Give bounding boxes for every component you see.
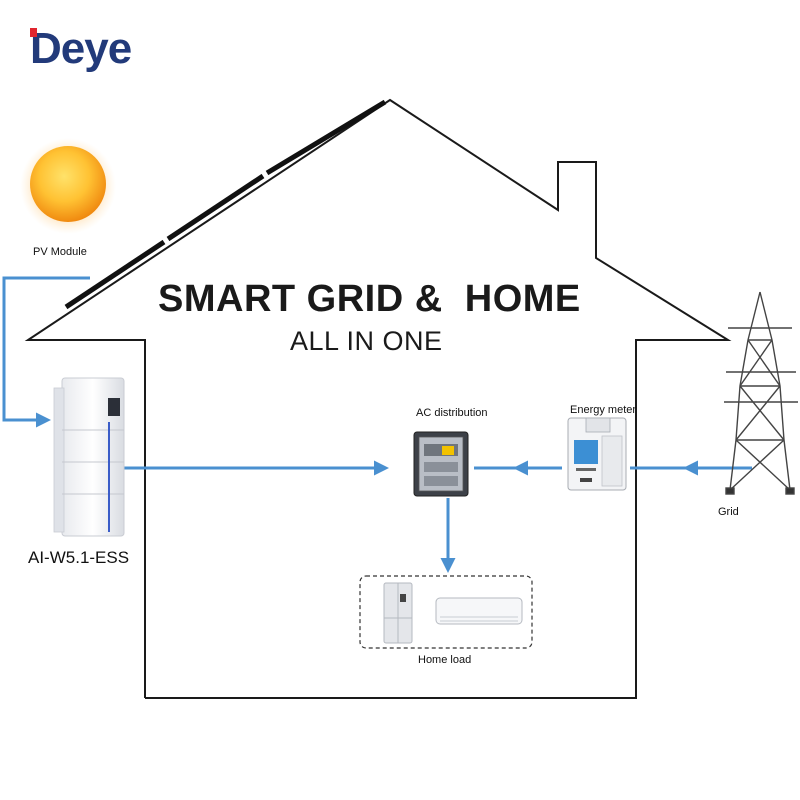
home-load-box [359,575,533,649]
ac-distribution-box-icon [413,431,469,497]
sun-icon [20,138,116,234]
energy-meter-label: Energy meter [570,404,637,416]
page-subtitle: ALL IN ONE [290,326,443,356]
house-outline [24,98,732,699]
energy-meter-icon [567,417,627,491]
pv-module-label: PV Module [33,246,87,258]
battery-ess-icon [53,377,125,537]
flow-lines [2,276,752,573]
pv-to-battery-line [2,276,90,428]
ac-distribution-label: AC distribution [416,407,488,419]
deye-logo: Deye [30,24,132,74]
page-title: SMART GRID & HOME [158,278,581,320]
transmission-tower-icon [724,291,798,495]
grid-label: Grid [718,506,739,518]
refrigerator-icon [383,582,413,644]
home-load-label: Home load [418,654,472,666]
battery-model-label: AI-W5.1-ESS [28,548,130,567]
air-conditioner-icon [435,597,523,625]
logo-text: Deye [30,24,132,73]
logo-red-accent [30,28,37,37]
roof-solar-panels [64,99,387,310]
